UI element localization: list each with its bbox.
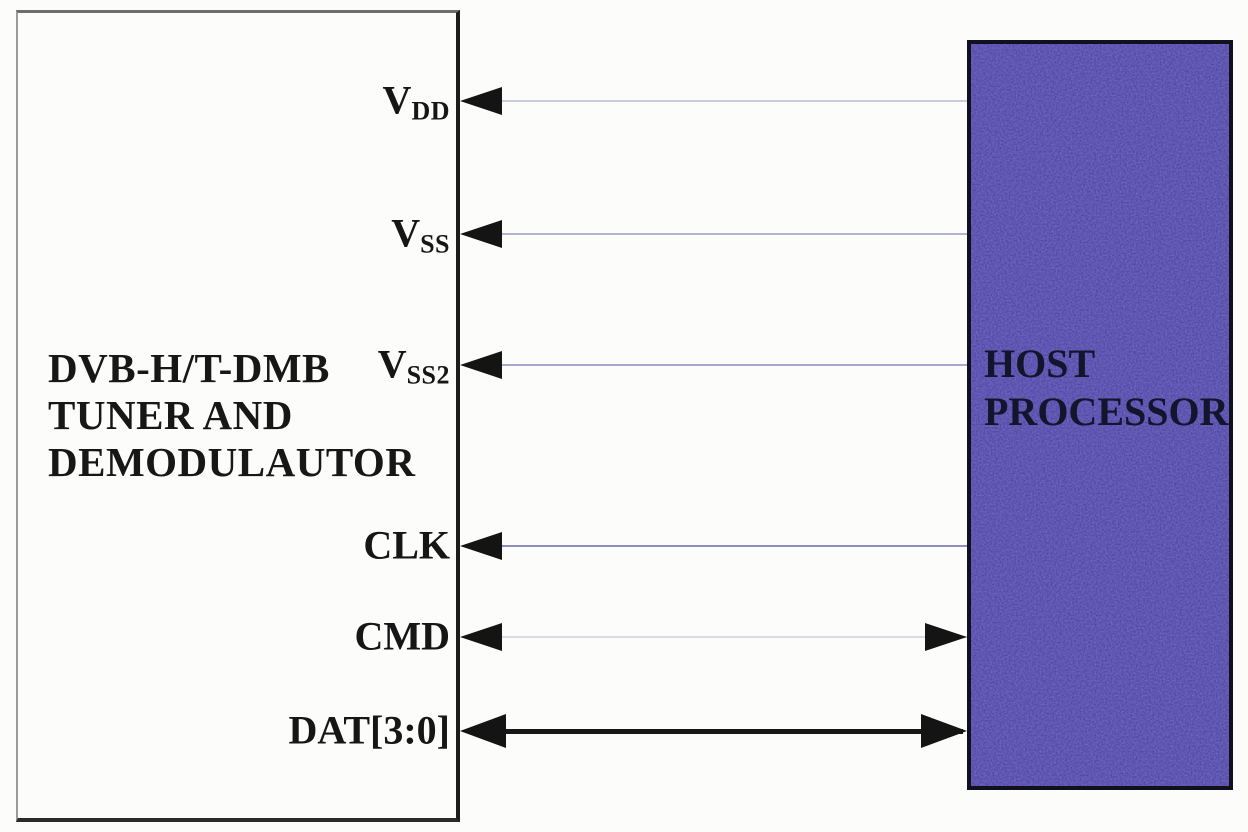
arrowhead-left-icon: [460, 714, 506, 748]
pin-label-dat: DAT[3:0]: [289, 707, 450, 754]
signal-wire: [470, 545, 967, 547]
pin-label-main: V: [382, 77, 412, 123]
arrowhead-left-icon: [460, 220, 502, 248]
signal-wire: [470, 233, 967, 235]
pin-label-main: V: [377, 341, 407, 387]
arrowhead-left-icon: [460, 87, 502, 115]
host-processor-box: HOST PROCESSOR: [967, 40, 1233, 790]
pin-label-main: DAT[3:0]: [288, 707, 450, 753]
pin-label-clk: CLK: [363, 522, 450, 569]
tuner-demodulator-box: DVB-H/T-DMB TUNER AND DEMODULAUTOR: [16, 10, 460, 822]
arrowhead-left-icon: [460, 623, 502, 651]
signal-wire: [474, 729, 963, 734]
pin-label-subscript: SS2: [406, 360, 450, 390]
pin-label-cmd: CMD: [354, 613, 450, 660]
pin-label-subscript: SS: [420, 229, 450, 259]
pin-label-main: CMD: [354, 613, 450, 659]
pin-label-vss: VSS: [391, 210, 450, 259]
pin-label-vdd: VDD: [382, 77, 450, 126]
arrowhead-right-icon: [921, 714, 967, 748]
arrowhead-left-icon: [460, 532, 502, 560]
signal-wire: [470, 636, 967, 638]
pin-label-main: CLK: [363, 522, 450, 568]
signal-wire: [470, 364, 967, 366]
arrowhead-left-icon: [460, 351, 502, 379]
tuner-box-title: DVB-H/T-DMB TUNER AND DEMODULAUTOR: [48, 345, 415, 486]
pin-label-subscript: DD: [411, 96, 450, 126]
host-box-title: HOST PROCESSOR: [984, 340, 1229, 436]
tuner-title-line-1: DVB-H/T-DMB: [48, 345, 330, 391]
pin-label-main: V: [391, 210, 421, 256]
host-title-line-1: HOST: [984, 341, 1096, 386]
host-box-texture: [971, 44, 1229, 786]
arrowhead-right-icon: [925, 623, 967, 651]
signal-wire: [470, 100, 967, 102]
host-title-line-2: PROCESSOR: [984, 389, 1229, 434]
pin-label-vss2: VSS2: [377, 341, 450, 390]
tuner-title-line-2: TUNER AND: [48, 392, 293, 438]
tuner-title-line-3: DEMODULAUTOR: [48, 439, 416, 485]
